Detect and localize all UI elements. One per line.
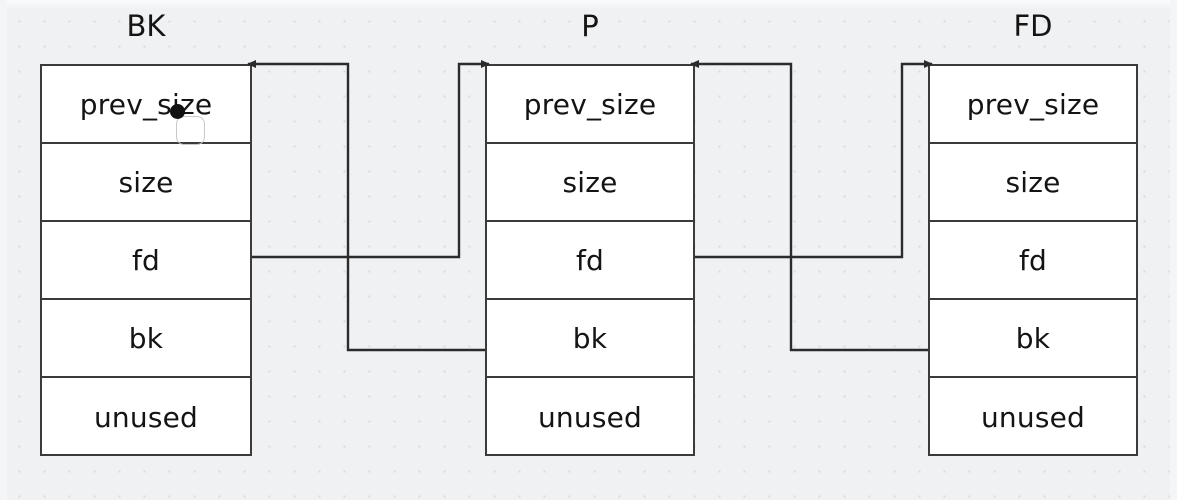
field-label: bk (572, 321, 608, 355)
chunk-p-field-unused[interactable]: unused (487, 378, 693, 456)
chunk-bk-field-bk[interactable]: bk (42, 300, 250, 378)
field-label: size (118, 165, 174, 199)
field-label: size (1005, 165, 1061, 199)
chunk-p-field-size[interactable]: size (487, 144, 693, 222)
field-label: fd (131, 243, 161, 277)
right-gutter (1170, 0, 1177, 500)
chunk-p-field-fd[interactable]: fd (487, 222, 693, 300)
field-label: fd (575, 243, 605, 277)
field-label: fd (1018, 243, 1048, 277)
field-label: unused (980, 400, 1086, 434)
field-label: prev_size (523, 87, 657, 121)
chunk-bk-field-size[interactable]: size (42, 144, 250, 222)
chunk-p-field-bk[interactable]: bk (487, 300, 693, 378)
field-label: bk (128, 321, 164, 355)
chunk-title-fd: FD (1013, 9, 1053, 43)
chunk-title-bk: BK (126, 9, 166, 43)
field-label: prev_size (79, 87, 213, 121)
field-label: size (562, 165, 618, 199)
chunk-fd-field-fd[interactable]: fd (930, 222, 1136, 300)
chunk-title-p: P (581, 9, 599, 43)
field-label: bk (1015, 321, 1051, 355)
chunk-bk-field-fd[interactable]: fd (42, 222, 250, 300)
chunk-bk-field-unused[interactable]: unused (42, 378, 250, 456)
left-gutter (0, 0, 7, 500)
chunk-bk-field-prev_size[interactable]: prev_size (42, 66, 250, 144)
connector-bk-fd-to-p[interactable] (252, 60, 490, 259)
connector-fd-bk-to-p[interactable] (690, 60, 928, 352)
chunk-fd-field-prev_size[interactable]: prev_size (930, 66, 1136, 144)
chunk-fd-field-unused[interactable]: unused (930, 378, 1136, 456)
field-label: unused (93, 400, 199, 434)
connector-p-bk-to-bk[interactable] (247, 60, 485, 352)
chunk-fd-field-bk[interactable]: bk (930, 300, 1136, 378)
chunk-fd-field-size[interactable]: size (930, 144, 1136, 222)
connector-p-fd-to-fd[interactable] (695, 60, 933, 259)
field-label: unused (537, 400, 643, 434)
field-label: prev_size (966, 87, 1100, 121)
chunk-p-field-prev_size[interactable]: prev_size (487, 66, 693, 144)
